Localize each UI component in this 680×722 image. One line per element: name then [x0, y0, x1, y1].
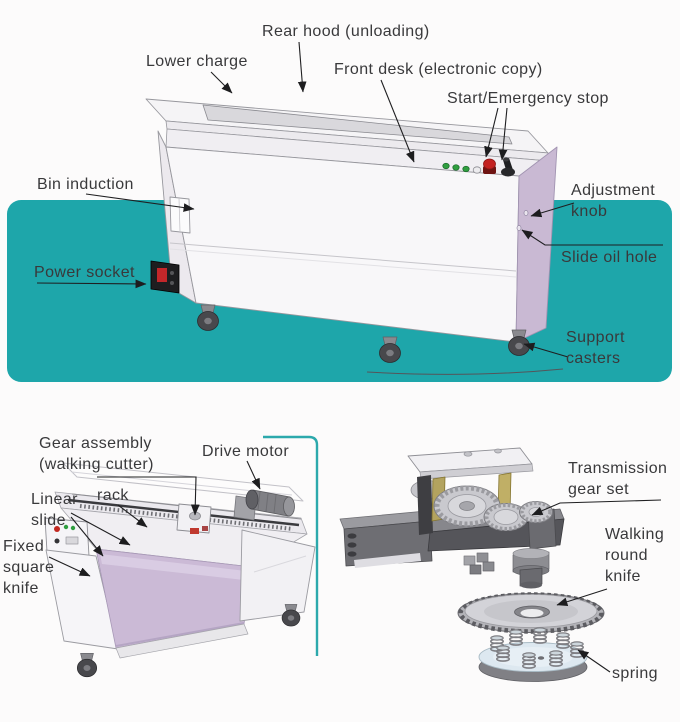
label-power-socket: Power socket [34, 264, 135, 281]
label-start-emergency-stop: Start/Emergency stop [447, 90, 609, 107]
teal-corner-bracket [263, 435, 319, 656]
control-buttons [442, 157, 515, 177]
bolt-cluster [463, 552, 495, 575]
label-support-casters: Support casters [566, 329, 625, 367]
right-end-panel [239, 529, 316, 622]
emergency-stop-button [483, 158, 496, 170]
start-button [472, 166, 482, 174]
label-gear-assembly: Gear assembly (walking cutter) [39, 435, 154, 473]
label-walking-round-knife: Walking round knife [605, 526, 665, 585]
cutter-table-illustration [44, 462, 316, 678]
power-socket-part [150, 260, 180, 294]
label-linear-slide: Linear slide [31, 491, 78, 529]
label-front-desk: Front desk (electronic copy) [334, 61, 543, 78]
drive-motor-part [233, 489, 295, 521]
label-rack: rack [97, 487, 129, 504]
label-bin-induction: Bin induction [37, 176, 134, 193]
green-indicator-1 [442, 162, 450, 170]
green-indicator-3 [462, 165, 470, 173]
label-slide-oil-hole: Slide oil hole [561, 249, 658, 266]
label-adjustment-knob: Adjustment knob [571, 182, 656, 220]
side-panel-lavender [515, 146, 558, 343]
leader-lines [36, 41, 663, 673]
feed-slot [202, 104, 513, 145]
label-transmission-gear-set: Transmission gear set [568, 460, 668, 498]
overview-machine-illustration [145, 98, 558, 363]
guide-post [417, 475, 433, 535]
label-drive-motor: Drive motor [202, 443, 290, 460]
label-rear-hood: Rear hood (unloading) [262, 23, 430, 40]
label-spring: spring [612, 665, 658, 682]
knife-assembly-illustration [339, 447, 605, 682]
green-indicator-2 [452, 164, 460, 171]
transmission-gears [433, 485, 553, 531]
label-lower-charge: Lower charge [146, 53, 248, 70]
knife-shaft [512, 548, 550, 589]
round-knife-disc [457, 592, 605, 634]
label-fixed-square-knife: Fixed square knife [3, 538, 55, 597]
spring-plate [478, 627, 588, 682]
gear-carriage [176, 503, 212, 534]
